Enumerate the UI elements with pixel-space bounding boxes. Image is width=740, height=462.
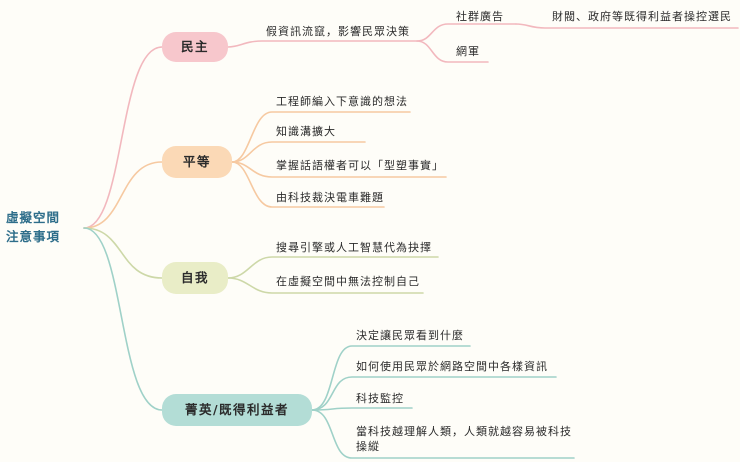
link-elite-3 xyxy=(311,407,413,411)
root-topic-line2: 注意事項 xyxy=(6,229,61,244)
root-topic[interactable]: 虛擬空間 注意事項 xyxy=(6,208,60,246)
leaf-decide-visibility[interactable]: 決定讓民眾看到什麼 xyxy=(356,329,464,342)
leaf-chaebol-control[interactable]: 財閥、政府等既得利益者操控選民 xyxy=(552,10,732,23)
underline-democracy-1 xyxy=(227,40,418,48)
leaf-trolley-problem[interactable]: 由科技裁決電車難題 xyxy=(276,191,384,204)
link-equality-4 xyxy=(231,161,385,208)
leaf-discourse-power[interactable]: 掌握話語權者可以「型塑事實」 xyxy=(276,159,444,172)
leaf-social-ads[interactable]: 社群廣告 xyxy=(456,10,504,23)
link-root-democracy xyxy=(83,46,163,229)
branch-elite[interactable]: 菁英/既得利益者 xyxy=(162,394,312,426)
branch-self[interactable]: 自我 xyxy=(162,262,228,294)
link-root-self xyxy=(83,227,163,279)
link-root-equality xyxy=(83,161,163,229)
link-equality-2 xyxy=(231,141,366,163)
link-self-2 xyxy=(227,277,424,294)
leaf-use-user-data[interactable]: 如何使用民眾於網路空間中各樣資訊 xyxy=(356,360,548,373)
link-elite-2 xyxy=(311,376,557,411)
branch-equality[interactable]: 平等 xyxy=(162,146,232,178)
leaf-troll-army[interactable]: 網軍 xyxy=(456,45,480,58)
leaf-engineer-bias[interactable]: 工程師編入下意識的想法 xyxy=(276,95,408,108)
leaf-tech-surveillance[interactable]: 科技監控 xyxy=(356,392,404,405)
leaf-tech-manipulation[interactable]: 當科技越理解人類，人類就越容易被科技操縱 xyxy=(356,425,572,453)
leaf-fake-news[interactable]: 假資訊流竄，影響民眾決策 xyxy=(266,25,410,38)
root-topic-line1: 虛擬空間 xyxy=(6,210,61,225)
link-root-elite xyxy=(83,227,163,411)
leaf-search-ai-choice[interactable]: 搜尋引擎或人工智慧代為抉擇 xyxy=(276,241,432,254)
leaf-no-self-control[interactable]: 在虛擬空間中無法控制自己 xyxy=(276,275,420,288)
leaf-knowledge-gap[interactable]: 知識溝擴大 xyxy=(276,125,336,138)
link-elite-1 xyxy=(311,345,471,411)
link-equality-1 xyxy=(231,111,411,163)
link-self-1 xyxy=(227,256,439,279)
link-elite-4 xyxy=(311,409,575,459)
link-ads-chaebol xyxy=(515,23,739,29)
link-democracy-ads xyxy=(416,23,517,42)
link-democracy-troll xyxy=(416,40,489,63)
branch-democracy[interactable]: 民主 xyxy=(162,32,228,62)
